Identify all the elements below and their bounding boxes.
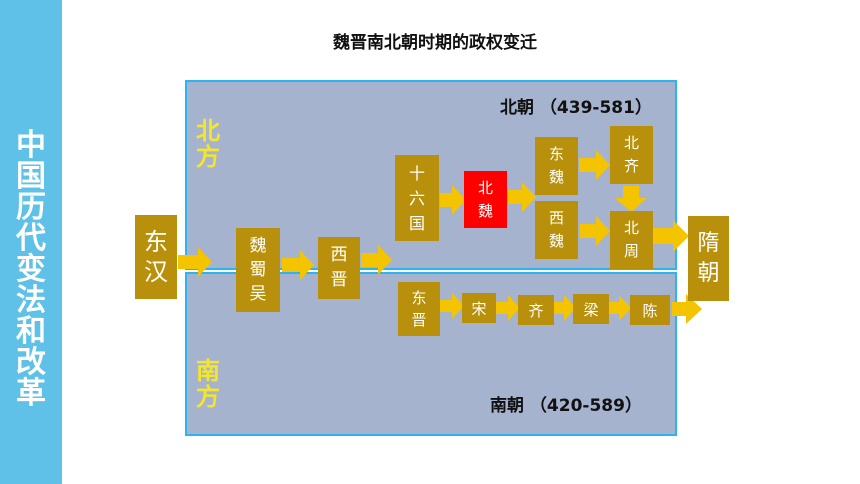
- arrow-xiwei-beizhou: [580, 216, 610, 246]
- node-song: 宋: [462, 293, 496, 323]
- node-liang: 梁: [573, 294, 609, 324]
- sidebar-char: 中: [16, 128, 46, 163]
- node-dongjin: 东晋: [398, 282, 440, 336]
- north-label: 北 方: [196, 117, 220, 171]
- node-donghan: 东汉: [135, 215, 177, 299]
- arrow-song-qi: [496, 295, 520, 321]
- arrow-dongjin-song: [440, 293, 464, 319]
- arrow-beiwei-split: [508, 182, 536, 212]
- sidebar-char: 法: [16, 283, 46, 318]
- node-xijin: 西晋: [318, 237, 360, 299]
- arrow-qi-liang: [552, 295, 576, 321]
- arrow-liang-chen: [607, 295, 631, 321]
- node-qi: 齐: [518, 295, 554, 325]
- sidebar-char: 改: [16, 345, 46, 380]
- node-suichao: 隋朝: [688, 216, 729, 301]
- node-shiliuguo: 十六国: [395, 155, 439, 241]
- sidebar-title: 中 国 历 代 变 法 和 改 革: [8, 130, 54, 409]
- node-xiwei: 西魏: [535, 201, 578, 259]
- diagram-title: 魏晋南北朝时期的政权变迁: [333, 33, 537, 53]
- node-beiqi: 北齐: [610, 126, 653, 184]
- sidebar-char: 和: [16, 314, 46, 349]
- sidebar-char: 变: [16, 252, 46, 287]
- north-period-label: 北朝 （439-581）: [500, 98, 652, 118]
- arrow-shiliuguo-beiwei: [440, 185, 466, 215]
- arrow-donghan-weishuwu: [178, 247, 212, 277]
- node-beiwei: 北魏: [464, 171, 507, 228]
- sidebar-char: 革: [16, 376, 46, 411]
- sidebar: 中 国 历 代 变 法 和 改 革: [0, 0, 62, 484]
- node-chen: 陈: [630, 295, 670, 325]
- node-beizhou: 北周: [610, 211, 653, 269]
- arrow-chen-sui: [672, 294, 702, 324]
- sidebar-char: 国: [16, 159, 46, 194]
- node-weishuwu: 魏蜀吴: [236, 228, 280, 312]
- arrow-weishuwu-xijin: [282, 250, 314, 280]
- sidebar-char: 代: [16, 221, 46, 256]
- arrow-dongwei-beiqi: [579, 150, 610, 180]
- arrow-beiqi-beizhou: [615, 186, 647, 212]
- node-dongwei: 东魏: [535, 137, 578, 195]
- south-label: 南 方: [196, 357, 220, 411]
- sidebar-char: 历: [16, 190, 46, 225]
- south-period-label: 南朝 （420-589）: [490, 396, 642, 416]
- arrow-beizhou-sui: [653, 220, 689, 252]
- arrow-xijin-fork: [361, 245, 392, 275]
